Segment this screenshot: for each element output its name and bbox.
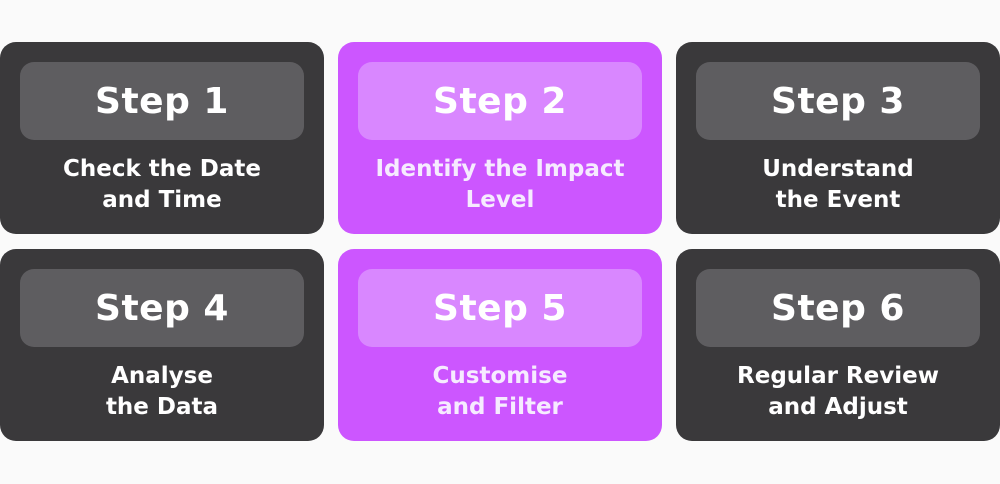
step-description: Analyse the Data [20,361,304,423]
step-description-line: the Event [775,187,901,213]
step-title: Step 1 [20,62,304,140]
step-card-5: Step 5 Customise and Filter [338,249,662,441]
step-card-6: Step 6 Regular Review and Adjust [676,249,1000,441]
step-description: Customise and Filter [358,361,642,423]
steps-grid: Step 1 Check the Date and Time Step 2 Id… [0,42,1000,441]
step-card-1: Step 1 Check the Date and Time [0,42,324,234]
step-description-line: the Data [105,394,219,420]
step-description-line: Customise [432,363,568,389]
step-description: Identify the Impact Level [358,154,642,216]
step-description-line: and Adjust [768,394,908,420]
step-description: Check the Date and Time [20,154,304,216]
step-description-line: and Time [102,187,222,213]
step-title: Step 4 [20,269,304,347]
step-title: Step 6 [696,269,980,347]
step-title: Step 5 [358,269,642,347]
step-card-2: Step 2 Identify the Impact Level [338,42,662,234]
step-description: Regular Review and Adjust [696,361,980,423]
step-description-line: Check the Date [63,156,261,182]
step-description: Understand the Event [696,154,980,216]
step-description-line: and Filter [437,394,563,420]
step-card-4: Step 4 Analyse the Data [0,249,324,441]
step-description-line: Analyse [111,363,213,389]
step-description-line: Identify the Impact [375,156,625,182]
step-card-3: Step 3 Understand the Event [676,42,1000,234]
step-title: Step 3 [696,62,980,140]
step-description-line: Level [465,187,535,213]
step-description-line: Regular Review [737,363,939,389]
step-title: Step 2 [358,62,642,140]
step-description-line: Understand [762,156,914,182]
